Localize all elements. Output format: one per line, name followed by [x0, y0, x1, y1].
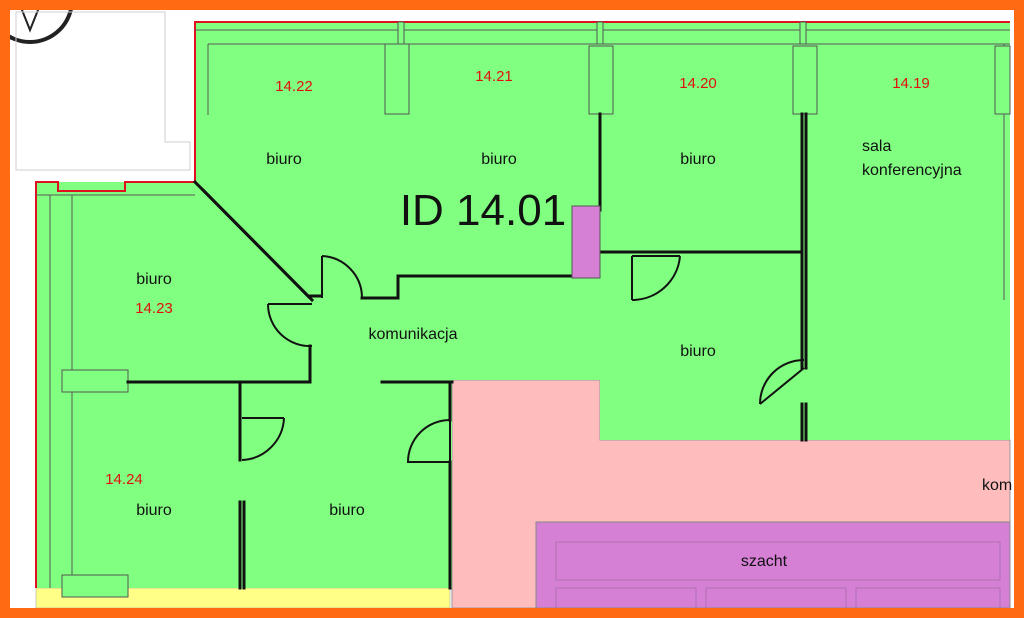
room-number: 14.20 [679, 75, 717, 92]
room-label: sala [862, 138, 891, 155]
room-number: 14.19 [892, 75, 930, 92]
shaft-label: szacht [741, 553, 788, 570]
room-label: biuro [680, 151, 716, 168]
unit-boundary [35, 21, 1010, 588]
room-label: komunikacja [369, 326, 458, 343]
shaft [535, 521, 1011, 609]
facade-pillars [61, 21, 1011, 598]
room-number: 14.24 [105, 471, 143, 488]
unit-id: ID 14.01 [400, 186, 566, 235]
common-corridor-label: kom [982, 477, 1012, 494]
building-outline [15, 11, 191, 171]
room-label: biuro [481, 151, 517, 168]
room-number: 14.22 [275, 78, 313, 95]
shaft-inner-outline [555, 541, 1001, 581]
walls [126, 112, 808, 590]
room-label: konferencyjna [862, 162, 962, 179]
door-swings [241, 255, 805, 463]
room-label: biuro [680, 343, 716, 360]
room-number: 14.23 [135, 300, 173, 317]
room-label: biuro [266, 151, 302, 168]
room-label: biuro [136, 502, 172, 519]
room-label: biuro [329, 502, 365, 519]
room-number: 14.21 [475, 68, 513, 85]
room-label: biuro [136, 271, 172, 288]
riser-box [571, 205, 601, 279]
tenant-unit-area [36, 22, 1010, 588]
